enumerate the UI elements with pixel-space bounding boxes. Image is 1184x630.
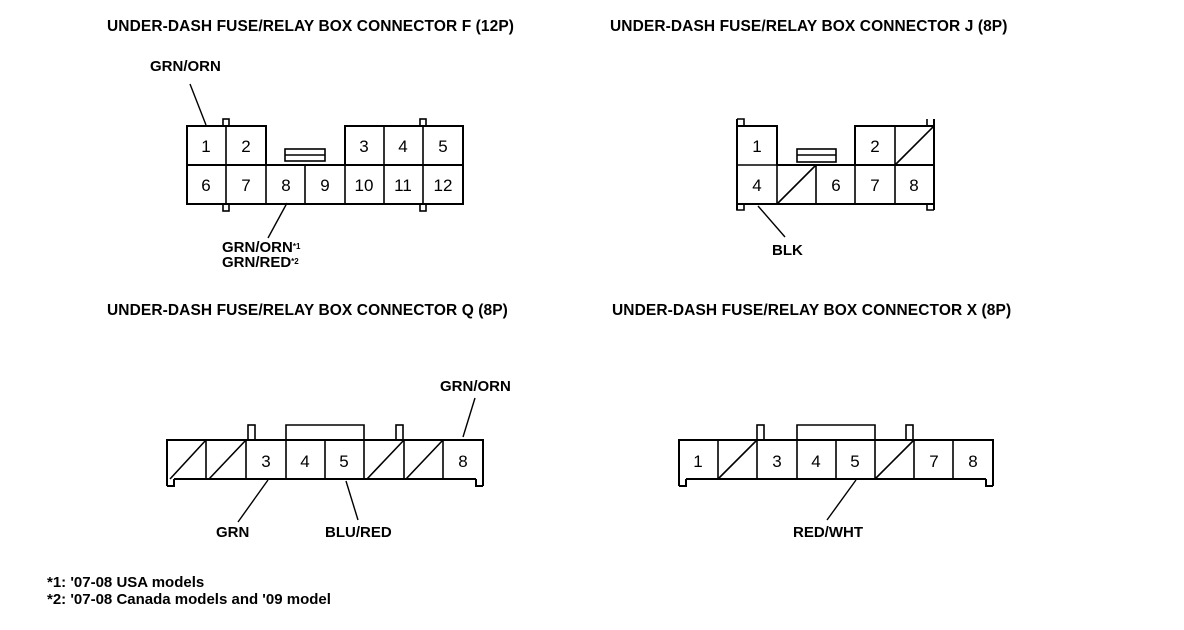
pin-label: 4	[300, 452, 309, 471]
pin-label: 3	[772, 452, 781, 471]
pin-label: 2	[870, 137, 879, 156]
pin-label: 10	[355, 176, 374, 195]
pin-label: 5	[850, 452, 859, 471]
pin-label: 6	[201, 176, 210, 195]
connector-j-title: UNDER-DASH FUSE/RELAY BOX CONNECTOR J (8…	[610, 18, 1008, 35]
footnote-1: *1: '07-08 USA models	[47, 574, 205, 591]
pin-label: 5	[339, 452, 348, 471]
wire-label-j-pin4: BLK	[772, 242, 803, 259]
connector-q	[166, 397, 484, 523]
connector-x	[678, 424, 994, 521]
wire-label-f-pin8-line1: GRN/ORN*1	[222, 240, 300, 255]
connector-x-pins: 1 3 4 5 7 8	[693, 452, 977, 471]
connector-x-title: UNDER-DASH FUSE/RELAY BOX CONNECTOR X (8…	[612, 302, 1012, 319]
pin-label: 4	[811, 452, 820, 471]
wire-label-q-pin8: GRN/ORN	[440, 378, 511, 395]
pin-label: 7	[929, 452, 938, 471]
connector-j	[736, 118, 935, 238]
wire-label-f-pin8-line2: GRN/RED*2	[222, 255, 300, 270]
pin-label: 7	[870, 176, 879, 195]
wire-color: GRN/ORN	[222, 239, 293, 256]
connector-f-pins: 1 2 3 4 5 6 7 8 9 10 11 12	[201, 137, 452, 195]
pin-label: 11	[394, 176, 412, 195]
wire-label-x-pin5: RED/WHT	[793, 524, 863, 541]
pin-label: 3	[261, 452, 270, 471]
footnote-2: *2: '07-08 Canada models and '09 model	[47, 591, 331, 608]
pin-label: 12	[434, 176, 453, 195]
pin-label: 8	[458, 452, 467, 471]
pin-label: 6	[831, 176, 840, 195]
pin-label: 9	[320, 176, 329, 195]
pin-label: 4	[398, 137, 407, 156]
connector-q-pins: 3 4 5 8	[261, 452, 467, 471]
wire-color: GRN/RED	[222, 254, 292, 271]
wire-label-q-pin3: GRN	[216, 524, 250, 541]
pin-label: 1	[693, 452, 702, 471]
pin-label: 3	[359, 137, 368, 156]
pin-label: 1	[201, 137, 210, 156]
pin-label: 8	[281, 176, 290, 195]
pin-label: 7	[241, 176, 250, 195]
pin-label: 2	[241, 137, 250, 156]
pin-label: 8	[909, 176, 918, 195]
wire-label-f-pin8: GRN/ORN*1 GRN/RED*2	[222, 240, 300, 270]
connector-q-title: UNDER-DASH FUSE/RELAY BOX CONNECTOR Q (8…	[107, 302, 508, 319]
footnote-ref: *1	[292, 242, 301, 251]
connector-f-title: UNDER-DASH FUSE/RELAY BOX CONNECTOR F (1…	[107, 18, 515, 35]
connector-f	[186, 83, 464, 239]
pin-label: 8	[968, 452, 977, 471]
wire-label-f-pin1: GRN/ORN	[150, 58, 221, 75]
footnote-ref: *2	[291, 257, 299, 266]
pin-label: 5	[438, 137, 447, 156]
pin-label: 1	[752, 137, 761, 156]
connector-j-pins: 1 2 4 6 7 8	[752, 137, 918, 195]
pin-label: 4	[752, 176, 761, 195]
wire-label-q-pin5: BLU/RED	[325, 524, 392, 541]
footnotes: *1: '07-08 USA models *2: '07-08 Canada …	[47, 574, 331, 608]
